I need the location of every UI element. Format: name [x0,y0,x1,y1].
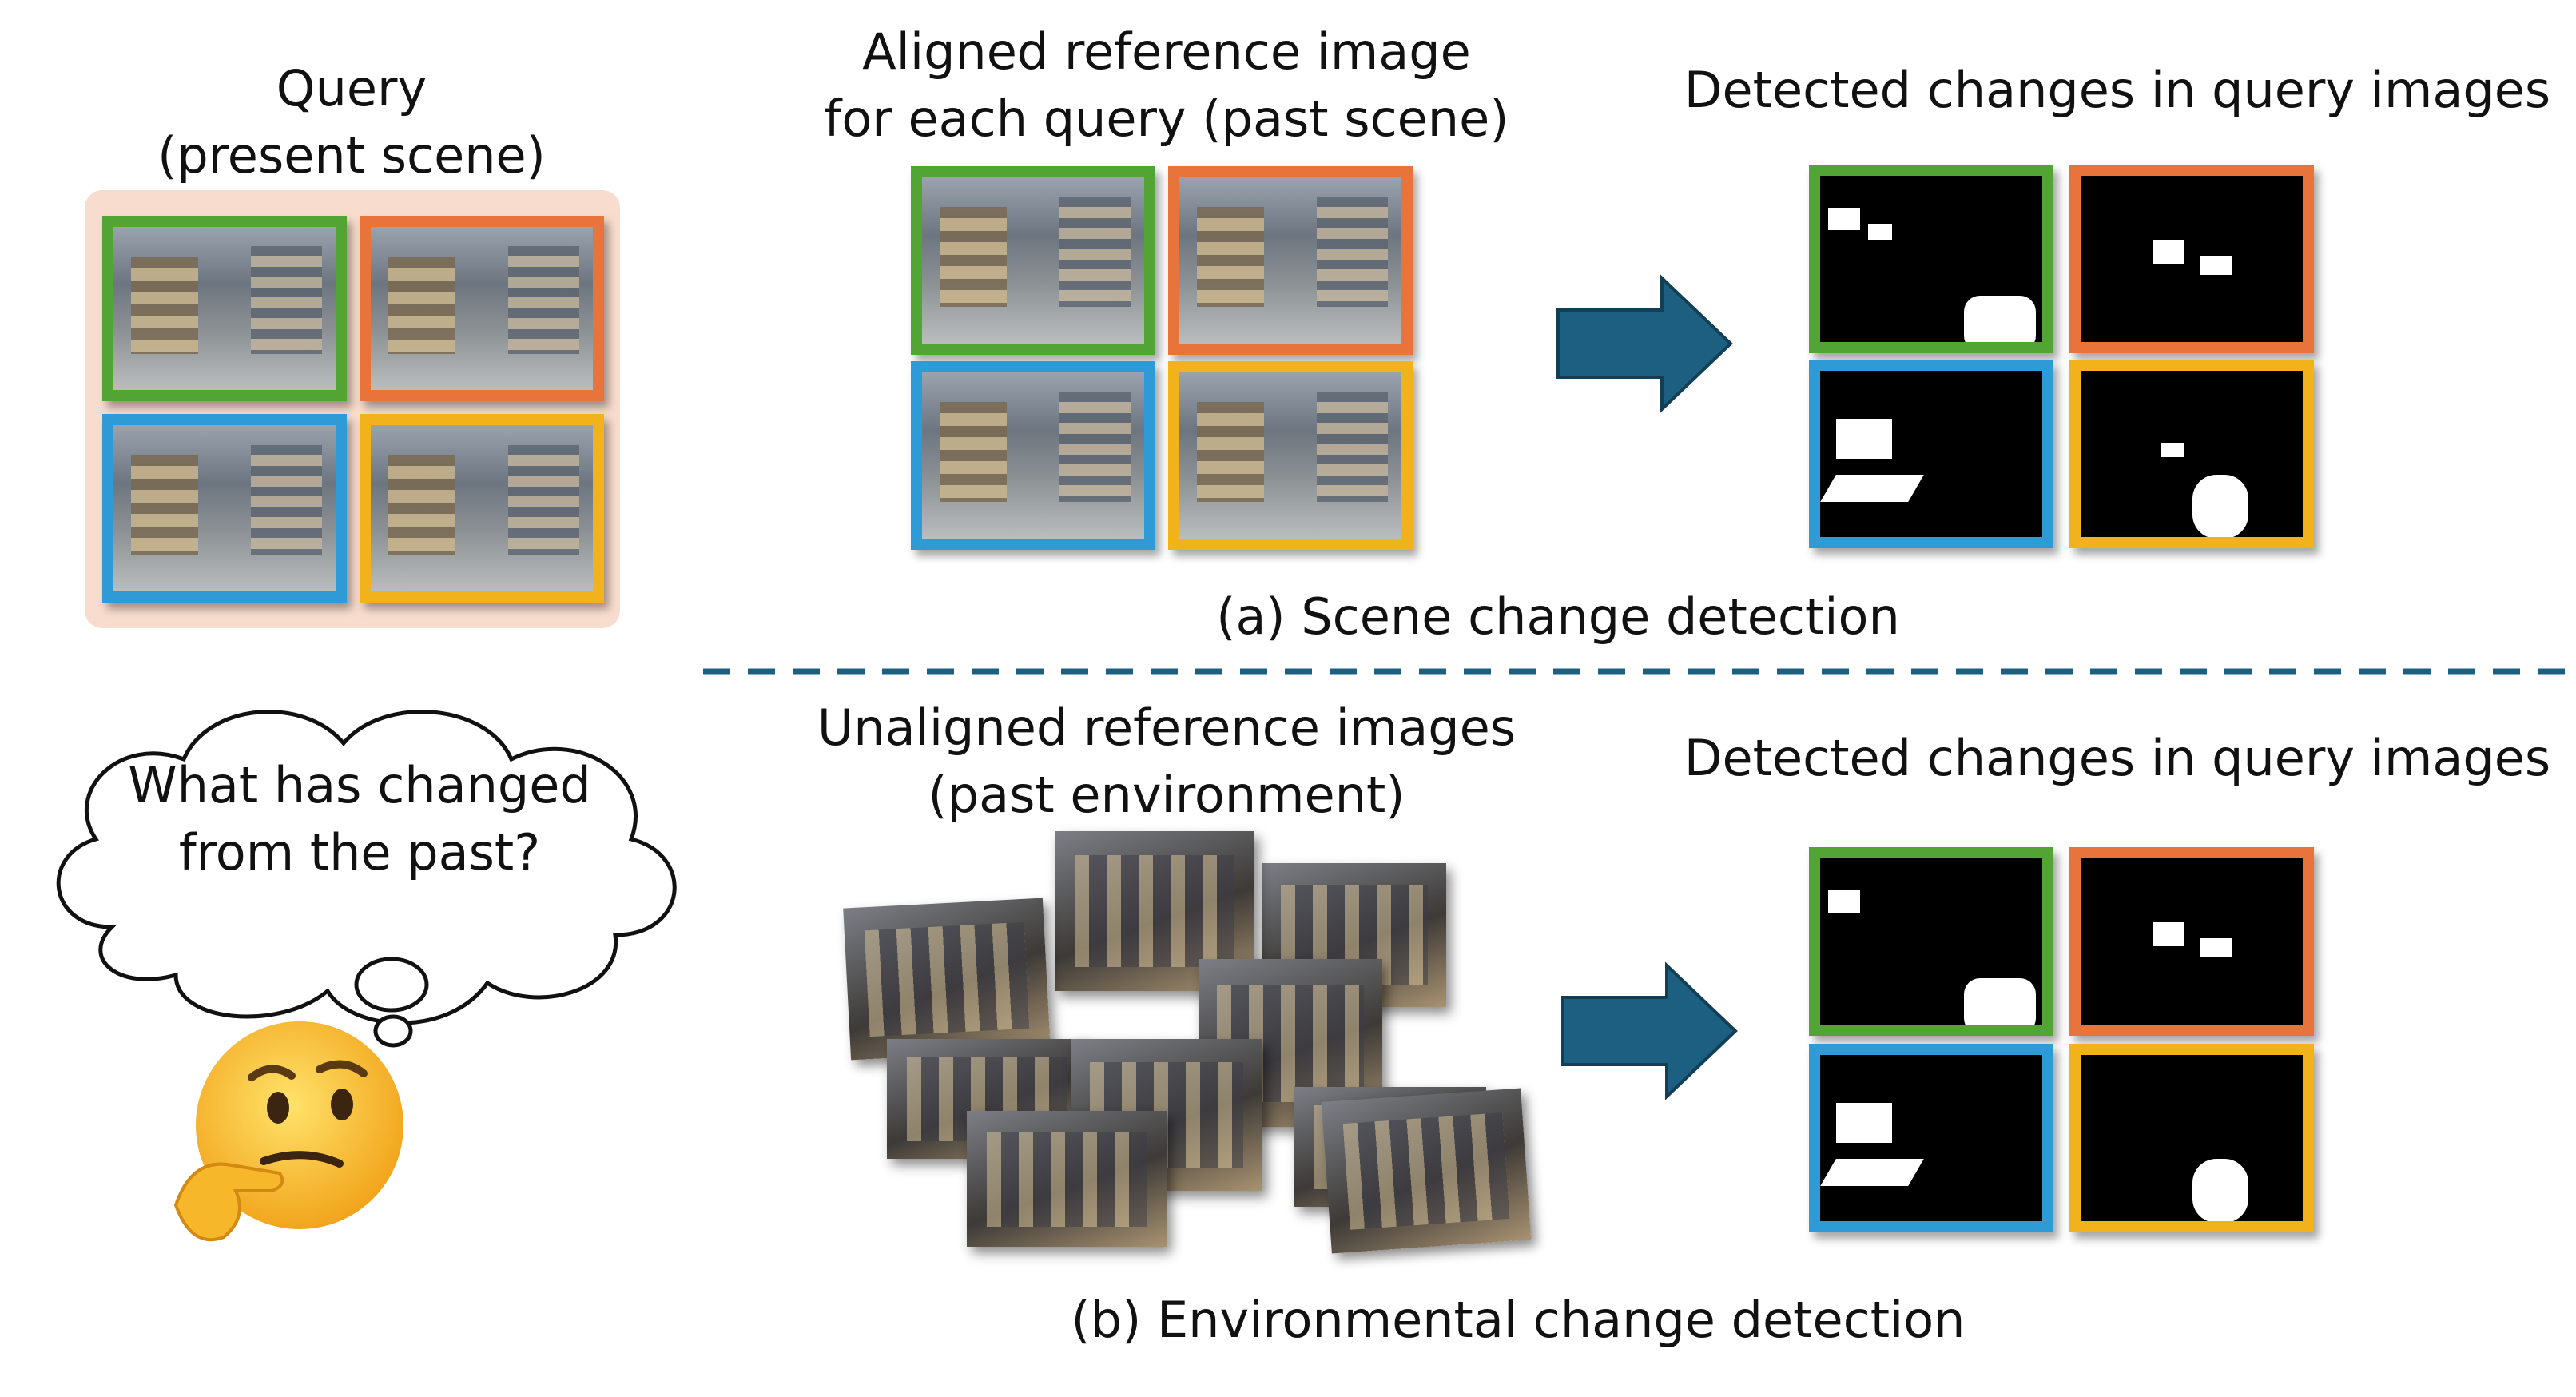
aligned-ref-line1: Aligned reference image [862,22,1471,81]
thought-cloud-icon [56,710,677,1048]
caption-b: (b) Environmental change detection [1071,1291,1966,1349]
aligned-ref-line2: for each query (past scene) [824,90,1509,148]
aligned-image-orange [1168,166,1413,355]
ref-photo-3 [843,898,1051,1061]
detected-a-title: Detected changes in query images [1684,61,2551,119]
aligned-image-green [911,166,1155,355]
mask-b-orange [2069,847,2314,1036]
thought-line2: from the past? [178,823,541,882]
mask-a-blue [1809,360,2053,548]
right-arrow-icon [1561,961,1738,1100]
ref-photo-7 [967,1111,1167,1247]
ref-photo-9 [1321,1088,1532,1254]
right-arrow-icon [1556,274,1733,413]
unaligned-ref-line2: (past environment) [928,766,1405,824]
mask-a-green [1809,165,2053,353]
query-image-yellow [360,414,604,603]
thought-line1: What has changed [128,756,591,814]
query-subtitle: (present scene) [157,126,546,185]
query-title: Query [276,59,427,117]
dashed-divider [703,668,2573,675]
aligned-image-yellow [1168,361,1413,550]
mask-a-yellow [2069,360,2314,548]
thinking-face-icon [173,1021,403,1242]
unaligned-ref-line1: Unaligned reference images [817,698,1517,757]
mask-b-green [1809,847,2053,1036]
ref-photo-2 [1055,831,1254,991]
aligned-image-blue [911,361,1155,550]
query-image-green [102,216,347,401]
query-image-orange [360,216,604,401]
mask-a-orange [2069,165,2314,353]
query-image-blue [102,414,347,603]
mask-b-yellow [2069,1044,2314,1232]
mask-b-blue [1809,1044,2053,1232]
caption-a: (a) Scene change detection [1216,587,1900,646]
detected-b-title: Detected changes in query images [1684,729,2551,787]
